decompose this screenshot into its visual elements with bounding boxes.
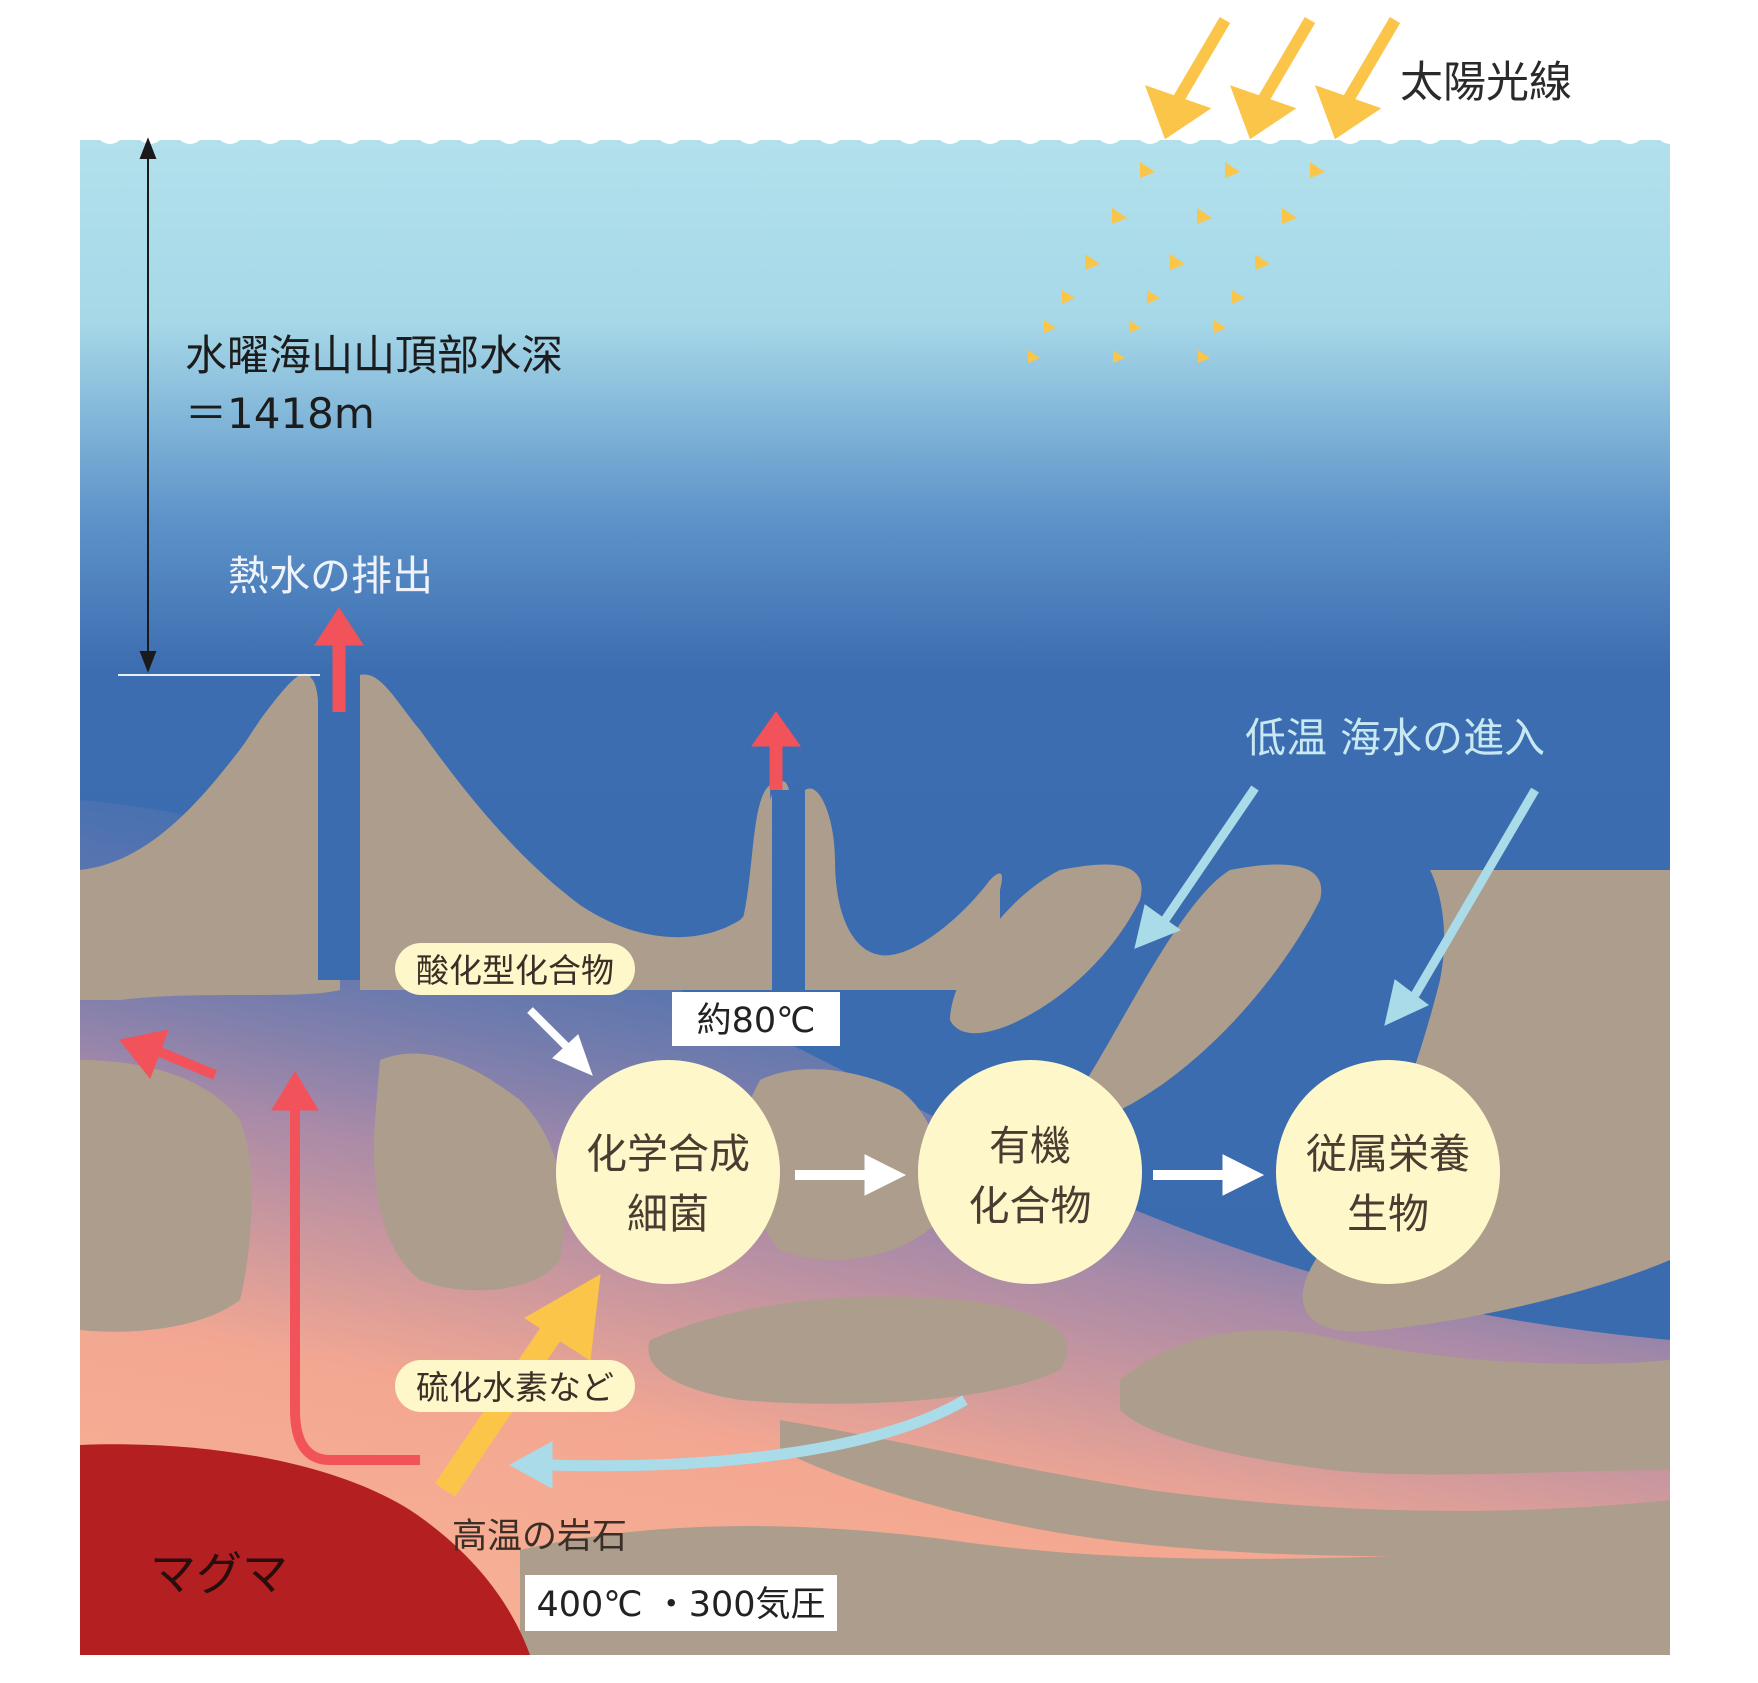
hydrogen-sulfide-label: 硫化水素など bbox=[416, 1368, 614, 1407]
magma-chamber bbox=[80, 1444, 530, 1655]
node-1-line2: 細菌 bbox=[627, 1190, 709, 1238]
hydrogen-sulfide-pill: 硫化水素など bbox=[395, 1360, 635, 1412]
magma-label: マグマ bbox=[150, 1547, 288, 1601]
oxidized-arrow bbox=[527, 1007, 593, 1076]
sunlight-particles bbox=[1028, 162, 1325, 363]
oxidized-compounds-pill: 酸化型化合物 bbox=[395, 943, 635, 995]
node-heterotrophs: 従属栄養 生物 bbox=[1276, 1060, 1500, 1284]
node-1-line1: 化学合成 bbox=[586, 1130, 750, 1178]
vent-channel-2 bbox=[772, 790, 805, 990]
flow-arrows bbox=[795, 1154, 1265, 1196]
node-3-line2: 生物 bbox=[1347, 1190, 1429, 1238]
node-2-line2: 化合物 bbox=[969, 1182, 1092, 1230]
depth-label-line2: ＝1418m bbox=[185, 389, 375, 438]
hot-water-discharge-label: 熱水の排出 bbox=[228, 552, 433, 600]
cold-water-arrows bbox=[508, 785, 1539, 1489]
temp-80-label: 約80℃ bbox=[697, 1001, 816, 1041]
sunlight-label: 太陽光線 bbox=[1400, 58, 1572, 108]
conditions-label: 400℃ ・300気圧 bbox=[536, 1585, 825, 1625]
depth-label-line1: 水曜海山山頂部水深 bbox=[185, 331, 563, 380]
depth-marker bbox=[118, 137, 320, 676]
oxidized-compounds-label: 酸化型化合物 bbox=[416, 951, 614, 990]
conditions-box: 400℃ ・300気圧 bbox=[525, 1575, 837, 1631]
cold-seawater-intrusion-label: 低温 海水の進入 bbox=[1245, 714, 1545, 762]
node-organic-compounds: 有機 化合物 bbox=[918, 1060, 1142, 1284]
node-2-line1: 有機 bbox=[989, 1122, 1071, 1170]
sea-surface-wave bbox=[80, 120, 1740, 144]
node-chemosynthetic-bacteria: 化学合成 細菌 bbox=[556, 1060, 780, 1284]
sun-rays bbox=[1144, 16, 1401, 140]
hot-rock-label: 高温の岩石 bbox=[452, 1517, 627, 1557]
node-3-line1: 従属栄養 bbox=[1306, 1130, 1470, 1178]
vent-channel-1 bbox=[318, 680, 360, 980]
temp-80-box: 約80℃ bbox=[672, 992, 840, 1046]
hot-water-arrows bbox=[119, 607, 801, 1465]
